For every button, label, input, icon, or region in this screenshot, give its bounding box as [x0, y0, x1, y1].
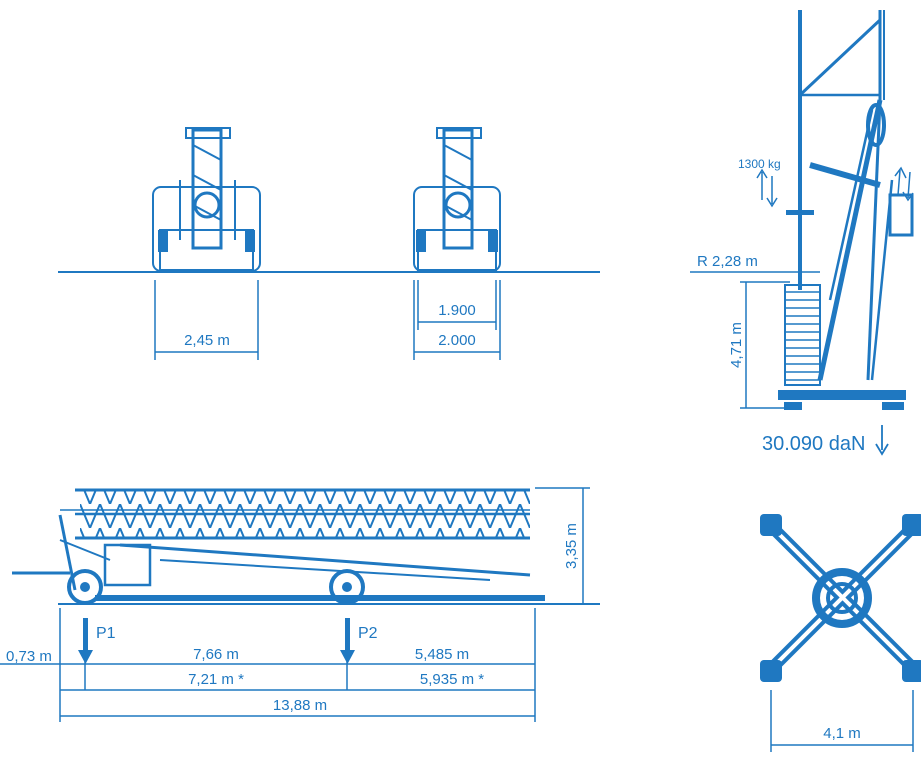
outrigger-pad	[902, 514, 921, 536]
transport-view: P1 P2 3,35 m 0,73 m 7,66 m 7,21 m * 5,48…	[0, 487, 600, 722]
chassis-frame	[95, 595, 545, 601]
ballast-stack	[784, 284, 821, 386]
base-view: 4,1 m	[760, 514, 921, 752]
axle-distance-alt-label: 7,21 m *	[188, 671, 244, 688]
front-view-right: 1.900 2.000	[413, 127, 501, 360]
rear-overhang-alt-label: 5,935 m *	[420, 671, 484, 688]
outrigger-pad	[760, 660, 782, 682]
winch-drum	[444, 191, 472, 219]
outrigger-pad	[882, 402, 904, 410]
wheel-left	[158, 230, 168, 252]
hook-block	[786, 210, 814, 215]
side-view-erected: 1300 kg R 2,28 m 4,71 m 30.090 daN	[690, 10, 914, 456]
up-arrow-icon	[756, 168, 768, 200]
outrigger-pad	[784, 402, 802, 410]
chassis-lower	[417, 229, 497, 271]
inner-width-label: 1.900	[438, 302, 476, 319]
front-overhang-label: 0,73 m	[6, 648, 52, 665]
outer-width-label: 2.000	[438, 332, 476, 349]
outrigger-pad	[760, 514, 782, 536]
mast	[119, 543, 531, 577]
height-label: 4,71 m	[728, 322, 745, 368]
total-length-label: 13,88 m	[273, 697, 327, 714]
wheel-right	[488, 230, 498, 252]
outrigger-pad	[902, 660, 921, 682]
axle-distance-label: 7,66 m	[193, 646, 239, 663]
rear-overhang-label: 5,485 m	[415, 646, 469, 663]
main-strut	[817, 99, 883, 381]
transport-height-label: 3,35 m	[563, 523, 580, 569]
down-arrow-icon	[875, 425, 889, 456]
base-span-label: 4,1 m	[823, 725, 861, 742]
width-label: 2,45 m	[184, 332, 230, 349]
jib-brace	[809, 162, 881, 188]
slewing-ring	[812, 568, 872, 628]
chassis-lower	[159, 229, 254, 271]
winch-drum	[193, 191, 221, 219]
weight-label: 30.090 daN	[762, 433, 865, 455]
axle-label-p2: P2	[358, 625, 378, 642]
jib-tie	[798, 18, 882, 97]
radius-label: R 2,28 m	[697, 253, 758, 270]
wheel-right	[245, 230, 255, 252]
down-arrow-icon	[902, 171, 914, 202]
axle-label-p1: P1	[96, 625, 116, 642]
front-view-left: 2,45 m	[58, 127, 600, 360]
slewing-unit	[103, 543, 152, 587]
load-label: 1300 kg	[738, 157, 781, 171]
base-frame	[778, 390, 906, 400]
up-arrow-icon	[894, 166, 907, 196]
wheel-left	[416, 230, 426, 252]
down-arrow-icon	[766, 176, 778, 208]
ballast-hook	[888, 193, 914, 237]
